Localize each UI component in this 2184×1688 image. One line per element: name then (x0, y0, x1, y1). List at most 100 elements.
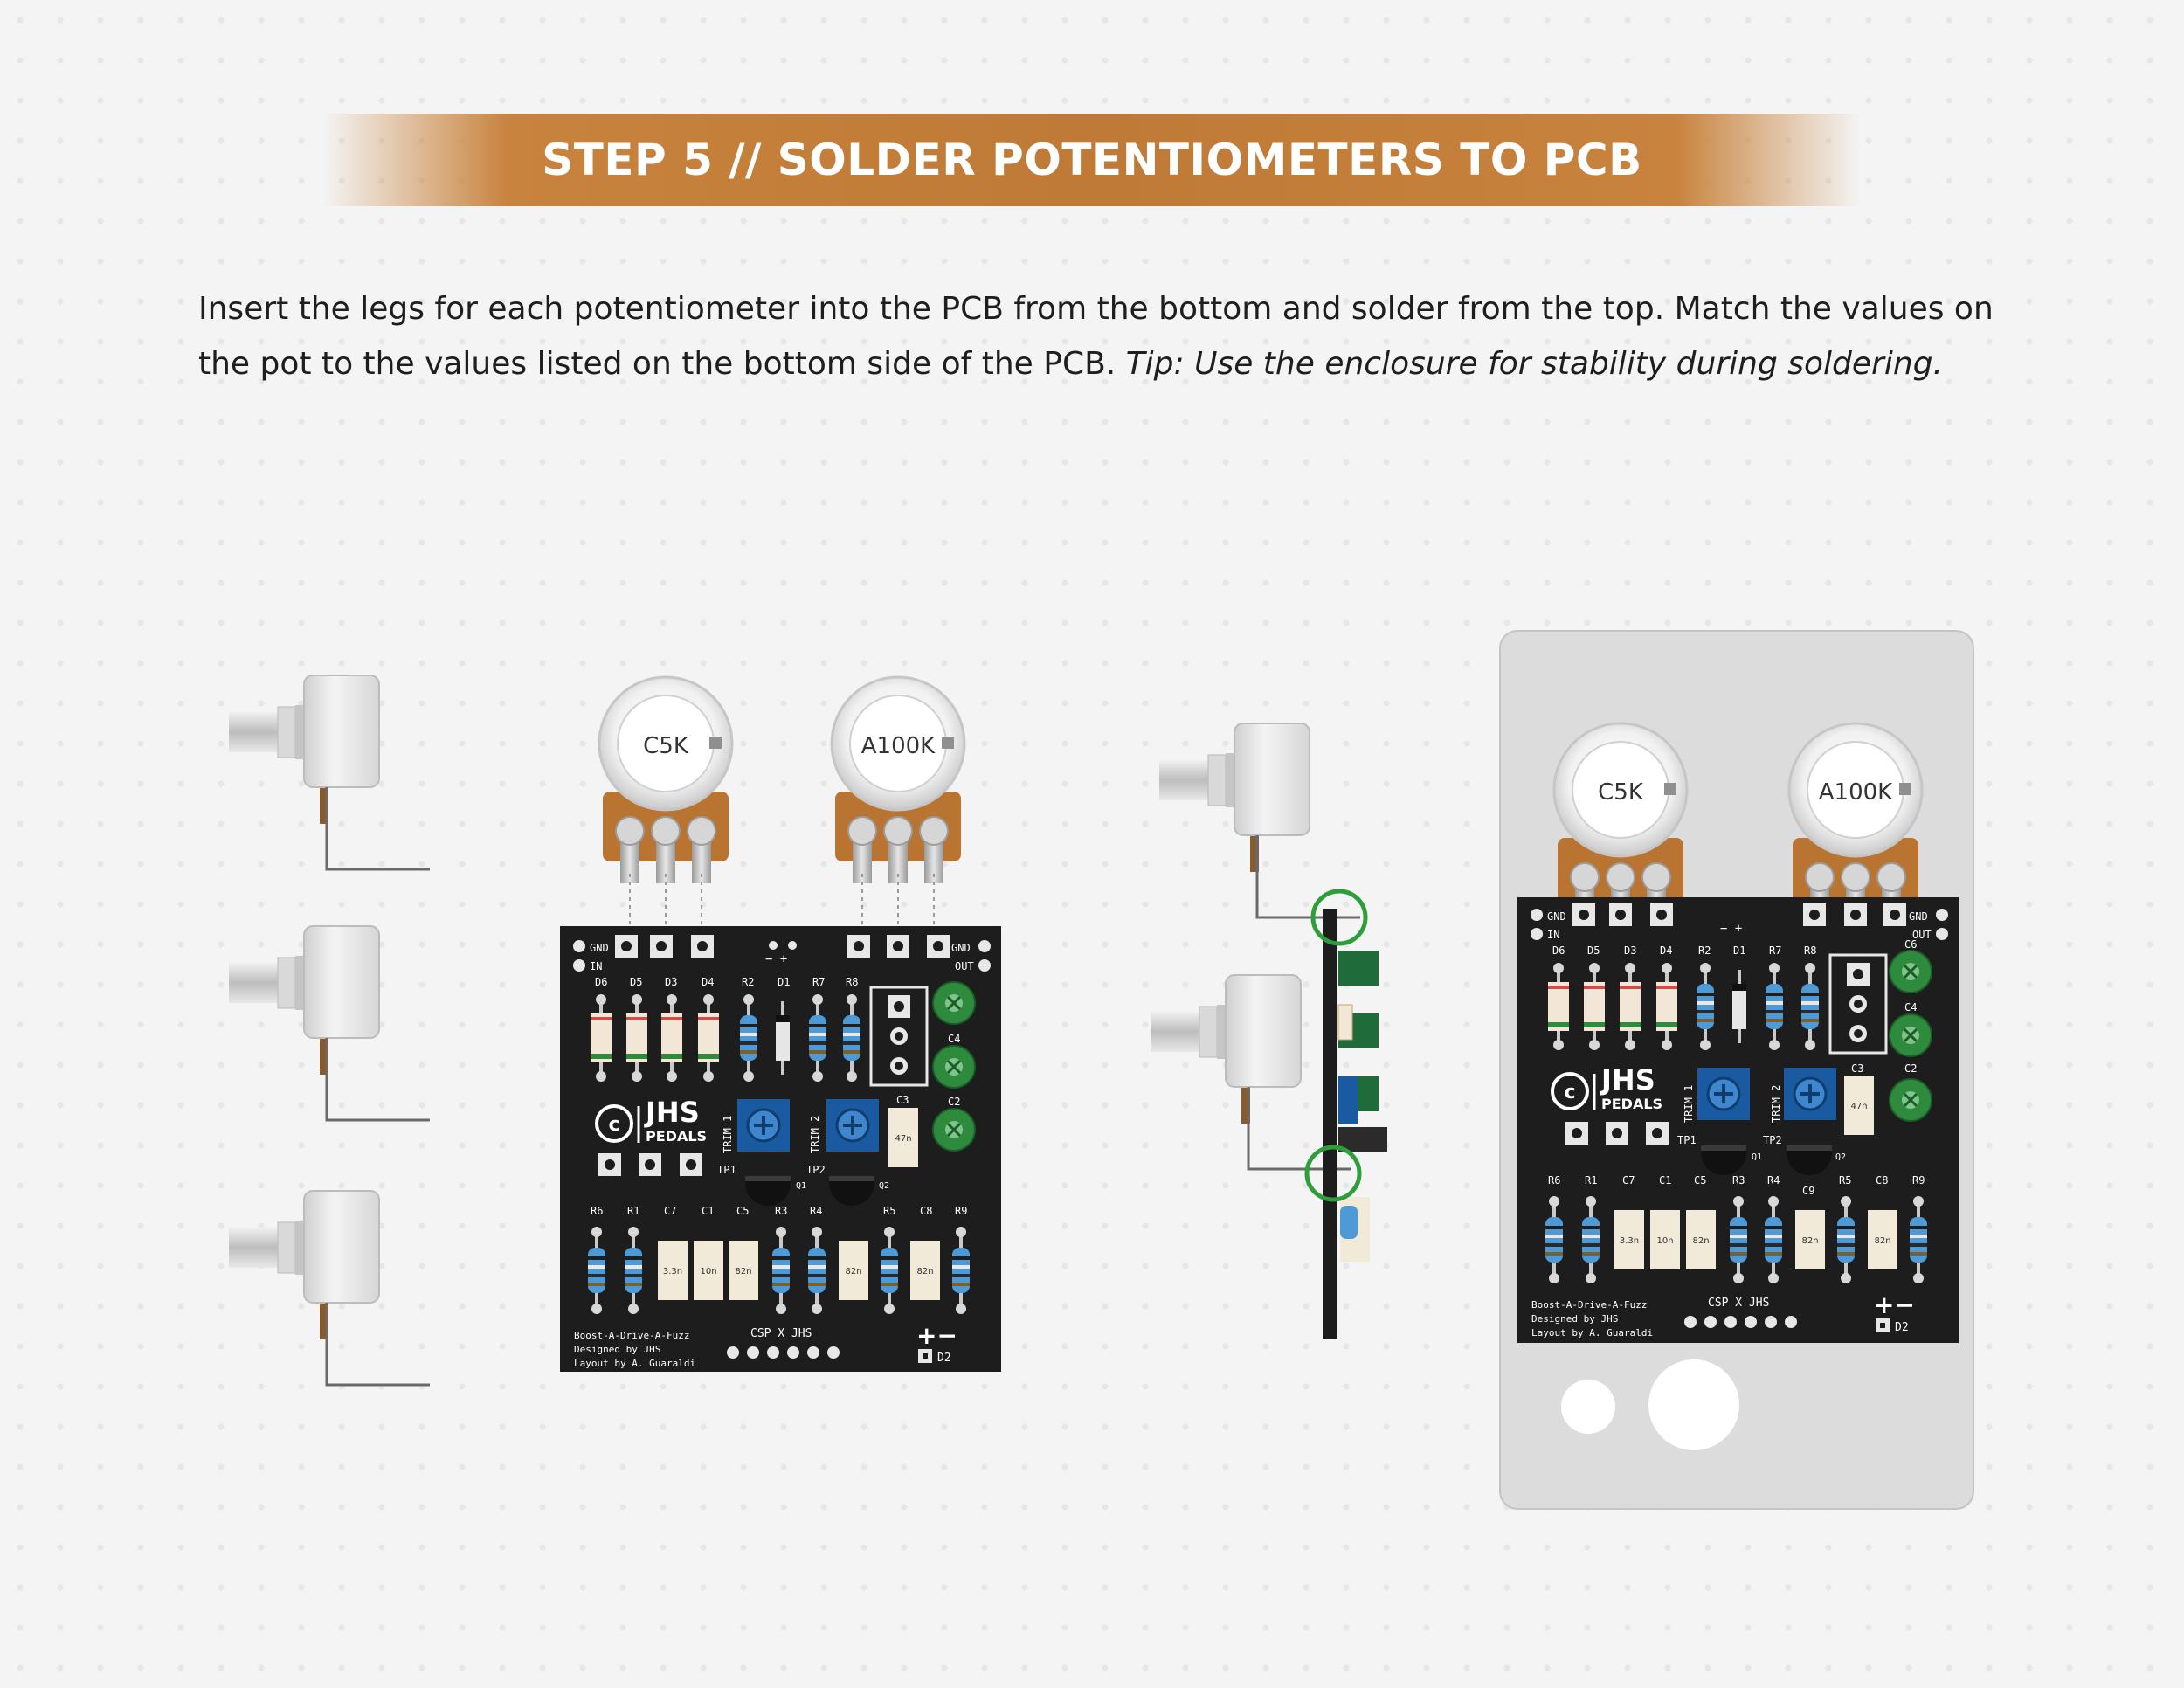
pcb2-label-tp1: TP1 (1677, 1134, 1697, 1146)
instructions: Insert the legs for each potentiometer i… (198, 281, 2015, 391)
label-trim1: TRIM 1 (722, 1116, 734, 1153)
pcb2-label-d6: D6 (1552, 944, 1565, 957)
label-d5: D5 (630, 976, 642, 988)
label-r1: R1 (627, 1205, 639, 1217)
pcb-minus-plus: − + (765, 952, 787, 966)
pcb2-minus-plus: − + (1720, 922, 1742, 936)
label-c7: C7 (664, 1205, 676, 1217)
step-title: STEP 5 // SOLDER POTENTIOMETERS TO PCB (542, 135, 1642, 185)
pcb2-gnd-left: GND (1547, 910, 1566, 923)
enclosure-pot-a100k-label: A100K (1819, 779, 1893, 806)
pot-c5k: C5K (598, 675, 734, 885)
label-r2: R2 (742, 976, 754, 988)
pcb2-label-r7: R7 (1769, 944, 1781, 957)
instructions-tip: Tip: Use the enclosure for stability dur… (1125, 346, 1943, 382)
pot-a100k: A100K (830, 675, 966, 885)
pcb-board-enclosure: GND IN GND OUT − + D6 D5 D3 D4 R2 D1 R7 … (1517, 897, 1959, 1343)
pcb-gnd-right: GND (951, 942, 971, 954)
side-pot-1 (227, 674, 432, 871)
label-q1: Q1 (796, 1181, 806, 1191)
pot-c5k-label: C5K (643, 733, 689, 759)
pcb-plus-minus: +− (916, 1321, 957, 1350)
pcb2-label-r6: R6 (1548, 1174, 1560, 1186)
pcb2-label-r8: R8 (1804, 944, 1816, 957)
label-d3: D3 (665, 976, 677, 988)
cap-c5-value: 82n (735, 1267, 751, 1276)
label-r4: R4 (810, 1205, 822, 1217)
pcb2-label-c3: C3 (1851, 1062, 1863, 1075)
cap-c3-value: 47n (895, 1134, 911, 1144)
label-c1: C1 (702, 1205, 714, 1217)
pcb2-label-c4: C4 (1904, 1001, 1917, 1013)
pcb2-collab-label: CSP X JHS (1708, 1297, 1769, 1310)
pcb2-label-c1: C1 (1659, 1174, 1671, 1186)
svg-text:c: c (608, 1114, 619, 1136)
pcb-out: OUT (955, 960, 974, 972)
instructions-text: Insert the legs for each potentiometer i… (198, 291, 1994, 382)
pcb2-cap-c3-value: 47n (1850, 1102, 1867, 1111)
pcb-in: IN (590, 960, 602, 972)
label-tp1: TP1 (717, 1164, 736, 1176)
pcb2-out: OUT (1912, 929, 1932, 941)
label-q2: Q2 (879, 1181, 889, 1191)
label-c5: C5 (736, 1205, 749, 1217)
pcb2-label-q2: Q2 (1835, 1152, 1846, 1162)
pcb2-label-c5: C5 (1694, 1174, 1706, 1186)
pcb2-label-c7: C7 (1622, 1174, 1635, 1186)
label-r8: R8 (846, 976, 858, 988)
pcb2-label-trim2: TRIM 2 (1770, 1085, 1782, 1123)
side-pot-lower (1149, 973, 1353, 1171)
pcb2-cap-c8-value: 82n (1874, 1236, 1890, 1246)
pcb2-label-c9: C9 (1802, 1185, 1814, 1197)
pcb2-gnd-right: GND (1909, 910, 1928, 923)
pcb2-cap-c7-value: 3.3n (1620, 1236, 1639, 1246)
label-c2: C2 (948, 1096, 960, 1108)
pcb2-in: IN (1547, 929, 1559, 941)
label-r7: R7 (812, 976, 825, 988)
label-d1: D1 (778, 976, 790, 988)
label-r6: R6 (591, 1205, 603, 1217)
brand-sub: PEDALS (646, 1128, 707, 1145)
guide-lines (629, 874, 935, 929)
label-c8: C8 (920, 1205, 932, 1217)
pcb2-label-r1: R1 (1585, 1174, 1597, 1186)
pcb2-cap-c1-value: 10n (1656, 1236, 1673, 1246)
enclosure-pot-c5k: C5K (1552, 722, 1689, 931)
pcb2-credit-line-1: Boost-A-Drive-A-Fuzz (1531, 1299, 1647, 1311)
enclosure-hole-small (1561, 1380, 1615, 1434)
pcb2-plus-minus: +− (1874, 1290, 1915, 1319)
enclosure-hole-large (1648, 1359, 1739, 1450)
pcb2-label-c8: C8 (1876, 1174, 1888, 1186)
pcb2-label-d4: D4 (1660, 944, 1672, 957)
pcb2-cap-c5-value: 82n (1692, 1236, 1709, 1246)
pcb2-label-d3: D3 (1624, 944, 1636, 957)
pcb2-label-r2: R2 (1698, 944, 1711, 957)
pcb2-brand-logo: JHS (1600, 1063, 1655, 1097)
pcb2-label-r5: R5 (1839, 1174, 1851, 1186)
label-r3: R3 (775, 1205, 787, 1217)
pcb2-label-r3: R3 (1732, 1174, 1745, 1186)
cap-82n-value: 82n (845, 1267, 861, 1276)
svg-text:c: c (1564, 1082, 1575, 1103)
label-d2: D2 (937, 1352, 951, 1365)
step-banner: STEP 5 // SOLDER POTENTIOMETERS TO PCB (323, 114, 1861, 206)
side-pot-upper (1158, 722, 1362, 919)
pcb2-label-c2: C2 (1904, 1062, 1917, 1075)
pcb2-cap-82n-value: 82n (1801, 1236, 1818, 1246)
pot-a100k-label: A100K (861, 733, 936, 759)
label-tp2: TP2 (806, 1164, 826, 1176)
label-r5: R5 (883, 1205, 895, 1217)
enclosure-pot-a100k: A100K (1787, 722, 1924, 931)
side-pot-3 (227, 1189, 432, 1387)
label-d6: D6 (595, 976, 607, 988)
pcb2-credit-line-2: Designed by JHS (1531, 1313, 1618, 1325)
solder-highlight-upper (1310, 889, 1368, 946)
pcb2-label-d5: D5 (1587, 944, 1600, 957)
pcb2-label-d1: D1 (1733, 944, 1745, 957)
pcb2-label-r4: R4 (1767, 1174, 1780, 1186)
pcb2-label-tp2: TP2 (1763, 1134, 1782, 1146)
pcb2-label-trim1: TRIM 1 (1683, 1085, 1695, 1123)
cap-c1-value: 10n (700, 1267, 716, 1276)
enclosure-pot-c5k-label: C5K (1598, 779, 1644, 806)
